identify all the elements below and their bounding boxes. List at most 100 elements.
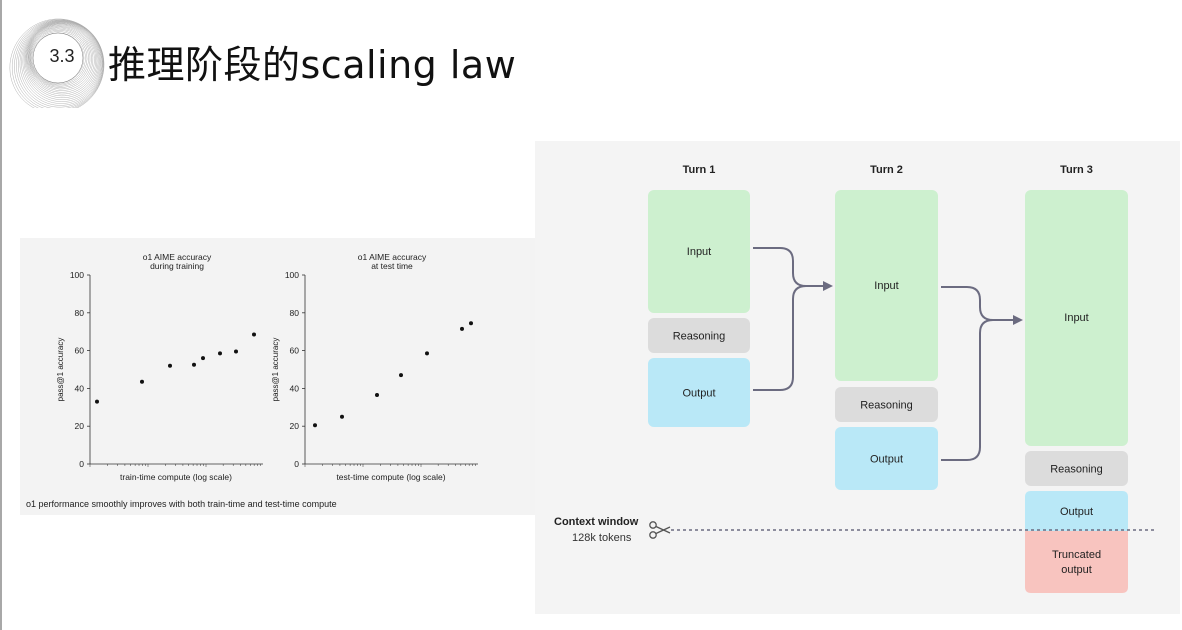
data-point — [469, 321, 473, 326]
badge-center — [32, 32, 84, 84]
scissors-icon — [649, 521, 671, 539]
y-tick-label: 60 — [75, 346, 85, 356]
turn-3: Turn 3InputReasoningOutputTruncatedoutpu… — [1025, 164, 1128, 593]
block-label: Reasoning — [1050, 464, 1103, 476]
data-point — [95, 399, 99, 404]
block-label: Output — [682, 388, 715, 400]
input-block — [835, 190, 938, 381]
block-label: Input — [687, 246, 711, 258]
badge-ring — [23, 22, 100, 100]
reasoning-block — [1025, 451, 1128, 486]
badge-ring — [27, 24, 95, 93]
scissors-handle — [649, 521, 657, 529]
badge-ring — [14, 19, 104, 111]
badge-ring — [18, 20, 103, 108]
data-point — [399, 373, 403, 378]
data-point — [460, 326, 464, 331]
section-badge — [8, 8, 108, 114]
flow-arrow — [753, 285, 823, 391]
reasoning-block — [835, 387, 938, 422]
left-border-rule — [0, 0, 2, 630]
data-point — [313, 423, 317, 428]
badge-ring — [9, 18, 105, 114]
data-point — [425, 351, 429, 356]
flow-arrow — [753, 247, 823, 287]
y-tick-label: 20 — [290, 421, 300, 431]
badge-ring — [31, 31, 86, 85]
section-number: 3.3 — [49, 46, 75, 66]
contour-rings-icon — [9, 18, 105, 114]
badge-ring — [29, 27, 91, 88]
badge-ring — [30, 30, 88, 86]
flow-arrow — [941, 286, 1013, 321]
badge-ring — [28, 26, 92, 90]
badge-ring — [25, 23, 98, 97]
context-window-label: Context window — [554, 516, 639, 528]
output-block — [835, 427, 938, 490]
data-point — [340, 414, 344, 419]
y-tick-label: 40 — [75, 383, 85, 393]
block-label: Truncated — [1052, 549, 1101, 561]
scissors-handle — [649, 531, 657, 539]
arrowhead — [823, 281, 833, 291]
y-tick-label: 100 — [285, 270, 299, 280]
badge-ring — [29, 28, 89, 87]
block-label: Input — [874, 280, 898, 292]
y-tick-label: 80 — [75, 308, 85, 318]
chart-title: at test time — [371, 261, 413, 271]
y-tick-label: 80 — [290, 308, 300, 318]
block-label: Output — [870, 454, 903, 466]
data-point — [375, 393, 379, 398]
scissors-blade — [655, 526, 671, 535]
y-tick-label: 0 — [294, 459, 299, 469]
input-block — [1025, 190, 1128, 446]
block-label: Reasoning — [860, 400, 913, 412]
badge-ring — [11, 19, 104, 113]
y-tick-label: 0 — [79, 459, 84, 469]
data-point — [168, 363, 172, 368]
slide-title: 推理阶段的scaling law — [108, 43, 517, 87]
output-block — [648, 358, 750, 427]
badge-ring — [21, 21, 102, 104]
x-axis-label: train-time compute (log scale) — [120, 472, 232, 482]
badge-ring — [27, 25, 94, 91]
badge-ring — [22, 21, 101, 102]
figure-caption: o1 performance smoothly improves with bo… — [26, 499, 337, 509]
chart-title: during training — [150, 261, 204, 271]
y-tick-label: 40 — [290, 383, 300, 393]
turn-label: Turn 3 — [1060, 164, 1093, 176]
chart-title: o1 AIME accuracy — [143, 252, 212, 262]
data-point — [218, 351, 222, 356]
y-axis-label: pass@1 accuracy — [271, 338, 280, 402]
truncated-output-block — [1025, 531, 1128, 593]
y-tick-label: 60 — [290, 346, 300, 356]
input-block — [648, 190, 750, 313]
output-block — [1025, 491, 1128, 531]
y-axis-label: pass@1 accuracy — [56, 338, 65, 402]
block-label: Reasoning — [673, 331, 726, 343]
arrowhead — [1013, 315, 1023, 325]
block-label: output — [1061, 564, 1092, 576]
reasoning-block — [648, 318, 750, 353]
x-axis-label: test-time compute (log scale) — [336, 472, 445, 482]
block-label: Input — [1064, 312, 1088, 324]
data-point — [234, 349, 238, 354]
data-point — [201, 356, 205, 361]
badge-ring — [24, 22, 99, 98]
badge-ring — [16, 20, 104, 110]
data-point — [252, 332, 256, 337]
badge-ring — [19, 21, 102, 106]
turn-label: Turn 2 — [870, 164, 903, 176]
badge-ring — [26, 24, 96, 95]
turn-label: Turn 1 — [683, 164, 716, 176]
y-tick-label: 20 — [75, 421, 85, 431]
context-window-tokens: 128k tokens — [572, 532, 632, 544]
